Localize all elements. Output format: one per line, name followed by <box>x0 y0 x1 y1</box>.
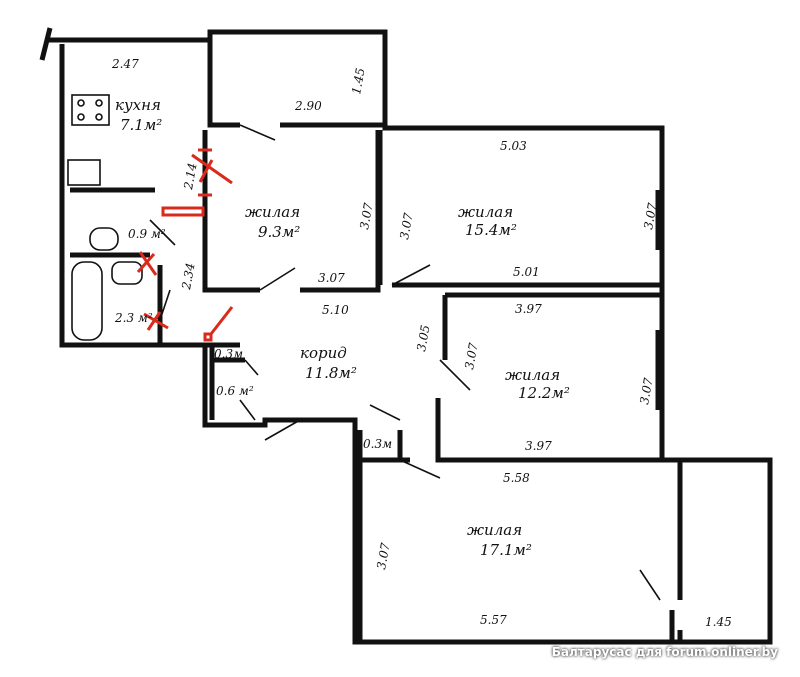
red-annotations <box>136 148 234 342</box>
closet3-area: 0.3м <box>363 437 392 451</box>
room-labels: кухня 7.1м² жилая 9.3м² жилая 15.4м² жил… <box>114 96 570 559</box>
bedroom-small-name: жилая <box>245 203 300 221</box>
living-area: 15.4м² <box>465 221 517 239</box>
dim-label: 2.90 <box>294 99 322 113</box>
stove-icon <box>71 94 110 126</box>
dim-label: 3.07 <box>357 201 375 230</box>
door-mark <box>203 332 213 342</box>
dim-label: 1.45 <box>705 615 732 629</box>
corridor-area: 11.8м² <box>305 364 357 382</box>
new-wall-mark <box>161 206 205 217</box>
corridor-name: корид <box>300 344 347 362</box>
fixtures <box>67 94 661 601</box>
dim-label: 3.07 <box>318 271 345 285</box>
bedroom-big-name: жилая <box>467 521 522 539</box>
dim-label: 3.97 <box>525 439 552 453</box>
dim-label: 3.07 <box>637 376 655 405</box>
kitchen-name: кухня <box>115 96 161 114</box>
closet2-area: 0.6 м² <box>216 384 254 398</box>
dim-label: 3.97 <box>515 302 542 316</box>
walls <box>39 27 773 645</box>
bath-area: 2.3 м² <box>114 311 153 325</box>
dim-label: 5.03 <box>500 139 527 153</box>
living-name: жилая <box>458 203 513 221</box>
closet1-area: 0.3м <box>214 347 243 361</box>
sink-icon <box>67 159 101 186</box>
kitchen-area: 7.1м² <box>120 116 162 134</box>
door-mark-line <box>209 306 234 335</box>
dim-label: 3.07 <box>397 211 415 240</box>
bedroom-small-area: 9.3м² <box>258 223 300 241</box>
washbasin-icon <box>111 261 143 285</box>
dim-label: 5.58 <box>503 471 530 485</box>
dim-label: 2.34 <box>179 262 198 292</box>
dim-label: 3.05 <box>414 324 432 353</box>
bedroom-big-area: 17.1м² <box>480 541 532 559</box>
dim-label: 1.45 <box>349 67 367 96</box>
watermark: Балтарусас для forum.onliner.by <box>551 645 778 659</box>
dim-label: 5.10 <box>322 303 349 317</box>
wc-area: 0.9 м² <box>128 227 166 241</box>
dim-label: 3.07 <box>374 541 392 570</box>
dim-label: 3.07 <box>462 341 480 370</box>
dim-label: 2.47 <box>111 57 139 71</box>
bedroom-mid-area: 12.2м² <box>518 384 570 402</box>
remove-wall-mark-icon <box>191 148 233 197</box>
remove-wall-mark-icon <box>136 251 158 276</box>
bedroom-mid-name: жилая <box>505 366 560 384</box>
dim-label: 2.14 <box>181 162 200 192</box>
dim-label: 3.07 <box>641 201 659 230</box>
dim-label: 5.01 <box>513 265 540 279</box>
bathtub-icon <box>71 261 103 341</box>
toilet-icon <box>89 227 119 251</box>
dim-label: 5.57 <box>480 613 507 627</box>
dimensions: 2.47 1.45 2.90 2.14 3.07 3.07 3.07 5.03 … <box>111 57 732 629</box>
remove-wall-mark-icon <box>143 311 169 331</box>
